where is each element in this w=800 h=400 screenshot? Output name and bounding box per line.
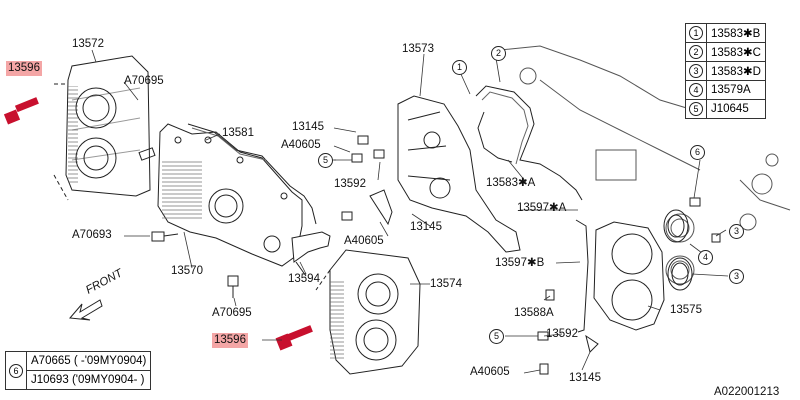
note-range-1: ( -'09MY0904) — [73, 355, 147, 367]
callout-2: 2 — [491, 46, 506, 61]
gasket-13583a — [475, 85, 583, 201]
ref-key-4: 4 — [689, 83, 703, 97]
leader-lines — [91, 49, 729, 374]
note-key-6: 6 — [9, 363, 23, 378]
label-13575: 13575 — [670, 304, 702, 316]
table-row: J10693 ('09MY0904- ) — [6, 370, 152, 390]
label-13596-top: 13596 — [6, 61, 42, 76]
label-a70695-bot: A70695 — [212, 307, 252, 319]
reference-table: 1 13583✱B 2 13583✱C 3 13583✱D 4 13579A 5… — [685, 23, 766, 119]
label-13145-top: 13145 — [292, 121, 324, 133]
diagram-code: A022001213 — [714, 386, 780, 398]
callout-1: 1 — [452, 60, 467, 75]
label-13581: 13581 — [222, 127, 254, 139]
seal-ring-upper — [663, 209, 689, 243]
ref-part-1: 13583✱B — [706, 23, 766, 43]
table-row: 3 13583✱D — [685, 61, 766, 81]
ref-key-1: 1 — [689, 26, 703, 40]
ref-key-5: 5 — [689, 102, 703, 116]
label-13592-mid: 13592 — [334, 178, 366, 190]
engine-block-outline — [499, 45, 791, 285]
seal-ring-lower — [667, 257, 693, 291]
table-row: 5 J10645 — [685, 99, 766, 119]
label-13594: 13594 — [288, 273, 320, 285]
label-a40605-bot: A40605 — [470, 366, 510, 378]
belt-cover-plate-13570 — [157, 123, 303, 267]
lower-cover-13575 — [575, 219, 665, 333]
callout-5a: 5 — [318, 153, 333, 168]
label-13597a: 13597✱A — [517, 202, 567, 214]
label-a40605-mid: A40605 — [281, 139, 321, 151]
label-a70695-top: A70695 — [124, 75, 164, 87]
bolt-a70695-top — [138, 147, 156, 161]
callout-5b: 5 — [489, 329, 504, 344]
label-13583a: 13583✱A — [486, 177, 536, 189]
ref-part-2: 13583✱C — [706, 42, 766, 62]
callout-3b: 3 — [729, 269, 744, 284]
bolt-13596-bot — [275, 325, 313, 351]
note-table: 6 A70665 ( -'09MY0904) J10693 ('09MY0904… — [5, 351, 152, 390]
ref-part-3: 13583✱D — [706, 61, 766, 81]
ref-key-2: 2 — [689, 45, 703, 59]
label-13588a: 13588A — [514, 307, 554, 319]
bolt-a70693 — [151, 231, 179, 242]
note-range-2: ('09MY0904- ) — [71, 374, 145, 386]
bolt-a70695-bot — [227, 275, 239, 298]
bracket-13594 — [291, 231, 331, 277]
label-13145-mid: 13145 — [410, 221, 442, 233]
lower-cover-13574 — [315, 249, 421, 375]
callout-4: 4 — [698, 250, 713, 265]
ref-key-3: 3 — [689, 64, 703, 78]
label-a70693: A70693 — [72, 229, 112, 241]
front-arrow-icon — [68, 299, 103, 321]
label-13597b: 13597✱B — [495, 257, 545, 269]
label-13573: 13573 — [402, 43, 434, 55]
table-row: 2 13583✱C — [685, 42, 766, 62]
label-13574: 13574 — [430, 278, 462, 290]
left-belt-cover-13572 — [53, 55, 151, 201]
table-row: 1 13583✱B — [685, 23, 766, 43]
bolt-13596-top — [3, 97, 39, 125]
table-row: 6 A70665 ( -'09MY0904) — [5, 351, 152, 390]
callout-6: 6 — [690, 145, 705, 160]
label-a40605-low: A40605 — [344, 235, 384, 247]
ref-part-4: 13579A — [706, 80, 766, 100]
callout-3a: 3 — [729, 224, 744, 239]
note-part-2: J10693 — [31, 374, 69, 386]
label-13596-bot: 13596 — [212, 333, 248, 348]
label-13570: 13570 — [171, 265, 203, 277]
label-13145-bot: 13145 — [569, 372, 601, 384]
label-13592-bot: 13592 — [546, 328, 578, 340]
label-13572: 13572 — [72, 38, 104, 50]
note-part-1: A70665 — [31, 355, 71, 367]
belt-cover-13573 — [369, 95, 521, 253]
ref-part-5: J10645 — [706, 99, 766, 119]
table-row: 4 13579A — [685, 80, 766, 100]
